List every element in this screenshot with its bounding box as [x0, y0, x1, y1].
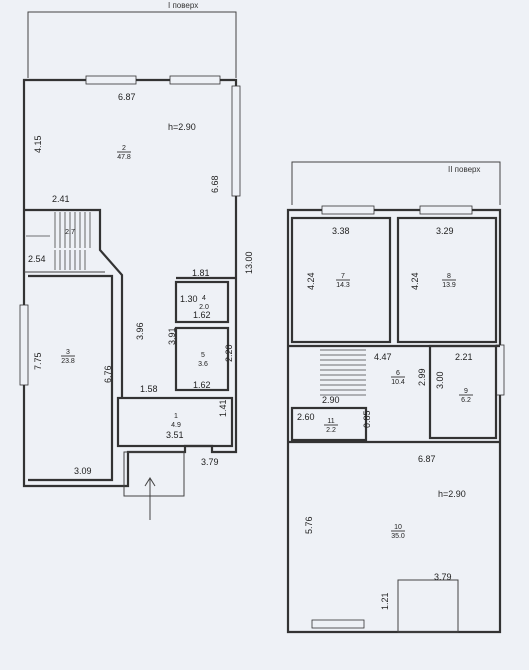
room-3-number: 3 [66, 349, 70, 356]
room-10-area: 35.0 [391, 533, 405, 540]
floor-2-title: II поверх [448, 165, 480, 174]
dim-inner-left: 6.76 [103, 365, 113, 383]
dim-entry-bottom: 3.79 [201, 457, 219, 467]
dim-left-upper: 4.15 [33, 135, 43, 153]
dim-bottom-right: 3.79 [434, 572, 452, 582]
dim-hall-w: 1.58 [140, 384, 158, 394]
stair-steps-2 [320, 349, 366, 396]
room-4-number: 4 [202, 295, 206, 302]
stair-steps [26, 212, 91, 270]
dim-mid-x: 1.81 [192, 268, 210, 278]
room-6-area: 10.4 [391, 379, 405, 386]
room-11-number: 11 [327, 418, 334, 425]
room-5-number: 5 [201, 352, 205, 359]
room-4-wall [174, 280, 230, 324]
room-9-number: 9 [464, 388, 468, 395]
stair-area: 2.7 [65, 229, 75, 236]
room-4-area: 2.0 [199, 304, 209, 311]
room-7-number: 7 [341, 273, 345, 280]
window-room-7 [321, 205, 375, 215]
floor-1-ceiling: h=2.90 [168, 122, 196, 132]
window-top-right [169, 75, 221, 85]
dim-top-width: 6.87 [118, 92, 136, 102]
dim-entry-h: 1.21 [380, 592, 390, 610]
dim-room11-w: 2.60 [297, 412, 315, 422]
floor-2-ceiling: h=2.90 [438, 489, 466, 499]
dim-col-a: 3.96 [135, 322, 145, 340]
room-2-area: 47.8 [117, 154, 131, 161]
dim-bath-h: 2.20 [224, 344, 234, 362]
dim-room8-w: 3.29 [436, 226, 454, 236]
dim-bottom-width: 6.87 [418, 454, 436, 464]
dim-stair-w: 2.90 [322, 395, 340, 405]
dim-col-b: 3.91 [167, 327, 177, 345]
dim-room8-h: 4.24 [410, 272, 420, 290]
floor-2: II поверх 3.38 [286, 161, 505, 634]
room-9-area: 6.2 [461, 397, 471, 404]
stair-wall [24, 208, 124, 398]
room-1-wall [116, 396, 234, 448]
dim-stair-side: 2.54 [28, 254, 46, 264]
dim-left-h: 5.76 [304, 516, 314, 534]
porch [123, 451, 185, 497]
window-right [231, 85, 241, 197]
room-7-wall [290, 216, 392, 344]
room-11-wall [290, 406, 368, 442]
floor-1-title: I поверх [168, 1, 198, 10]
floor-2-entry [397, 579, 459, 633]
room-8-area: 13.9 [442, 282, 456, 289]
room-2-number: 2 [122, 145, 126, 152]
window-left-lower [19, 304, 29, 386]
room-1-area: 4.9 [171, 422, 181, 429]
dim-bath-w: 1.62 [193, 380, 211, 390]
floor-2-outer-wall [286, 208, 502, 634]
room-8-number: 8 [447, 273, 451, 280]
balcony-outline [291, 161, 501, 205]
room-1-number: 1 [174, 413, 178, 420]
room-11-area: 2.2 [326, 427, 336, 434]
dim-bottom-left: 3.09 [74, 466, 92, 476]
room-9-wall [428, 344, 498, 440]
entry-arrow-head [144, 477, 156, 487]
room-10-number: 10 [394, 524, 402, 531]
room-3-wall [28, 274, 114, 482]
window-room-8 [419, 205, 473, 215]
dim-room11-h: 0.85 [362, 410, 372, 428]
room-5-wall [174, 326, 230, 392]
dim-right-total: 13.00 [244, 251, 254, 274]
window-bottom [311, 619, 365, 629]
dim-small-w2: 1.62 [193, 310, 211, 320]
dim-small-w: 1.30 [180, 294, 198, 304]
room-5-area: 3.6 [198, 361, 208, 368]
room-8-wall [396, 216, 498, 344]
room-3-area: 23.8 [61, 358, 75, 365]
dim-room7-w: 3.38 [332, 226, 350, 236]
window-room-9 [495, 344, 505, 396]
terrace-outline [27, 11, 237, 78]
floor-1: I поверх [19, 1, 254, 520]
dim-entry-h: 1.41 [218, 399, 228, 417]
dim-hall-h1: 2.99 [417, 368, 427, 386]
dim-right-upper: 6.68 [210, 175, 220, 193]
dim-hall-h2: 3.00 [435, 371, 445, 389]
room-7-area: 14.3 [336, 282, 350, 289]
dim-hall-w: 4.47 [374, 352, 392, 362]
dim-room7-h: 4.24 [306, 272, 316, 290]
room-6-number: 6 [396, 370, 400, 377]
window-top-left [85, 75, 137, 85]
dim-entry-w: 3.51 [166, 430, 184, 440]
dim-left-lower: 7.75 [33, 352, 43, 370]
dim-room9-w: 2.21 [455, 352, 473, 362]
dim-stair-top: 2.41 [52, 194, 70, 204]
